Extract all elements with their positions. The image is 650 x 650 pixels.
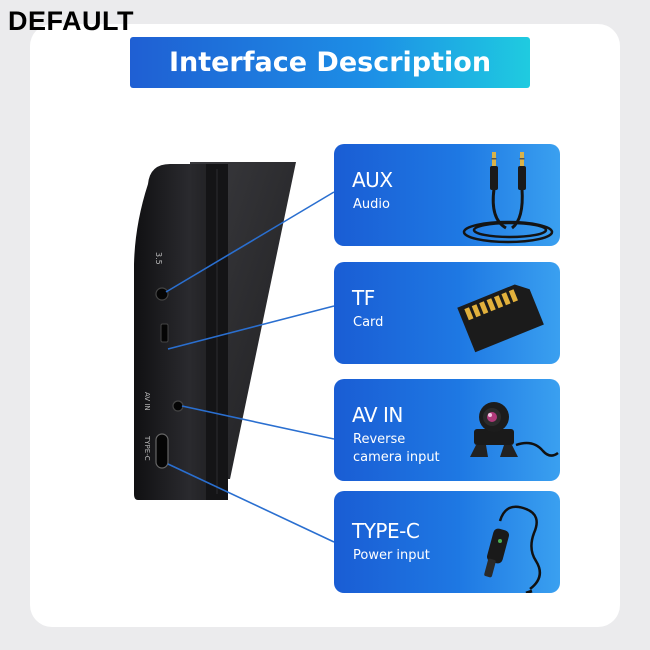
tf-card-icon	[457, 284, 544, 353]
aux-port	[155, 287, 169, 301]
type-c-panel: TYPE-C Power input	[334, 491, 560, 593]
av-in-subtitle-1: Reverse	[353, 432, 406, 447]
aux-cable-icon	[462, 152, 554, 244]
aux-subtitle: Audio	[353, 197, 390, 212]
title-banner: Interface Description	[130, 37, 530, 88]
page-title: Interface Description	[168, 47, 492, 78]
aux-panel: AUX Audio	[334, 144, 560, 246]
watermark-text: DEFAULT	[8, 6, 134, 36]
type-c-port	[155, 433, 169, 469]
tf-title: TF	[352, 286, 375, 310]
aux-connector-line	[165, 191, 335, 293]
av-in-panel: AV IN Reverse camera input	[334, 379, 560, 481]
tf-connector-line	[167, 305, 335, 350]
av-connector-line	[181, 405, 335, 440]
type-c-title: TYPE-C	[352, 519, 420, 543]
tf-slot	[160, 323, 169, 343]
aux-title: AUX	[352, 168, 393, 192]
tf-panel: TF Card	[334, 262, 560, 364]
usb-port-label: TYPE-C	[143, 435, 151, 461]
aux-port-label: 3.5	[154, 252, 163, 265]
av-in-port	[172, 400, 184, 412]
type-c-subtitle: Power input	[353, 548, 430, 563]
device-body	[134, 164, 226, 500]
av-in-subtitle-2: camera input	[353, 450, 440, 465]
reverse-camera-icon	[470, 402, 559, 457]
product-card: Interface Description 3.5 AV IN	[30, 24, 620, 627]
car-charger-icon	[484, 505, 542, 593]
type-c-connector-line	[167, 463, 335, 543]
device-illustration: 3.5 AV IN TYPE-C	[134, 162, 335, 543]
av-port-label: AV IN	[143, 392, 151, 411]
av-in-title: AV IN	[352, 403, 403, 427]
tf-subtitle: Card	[353, 315, 384, 330]
